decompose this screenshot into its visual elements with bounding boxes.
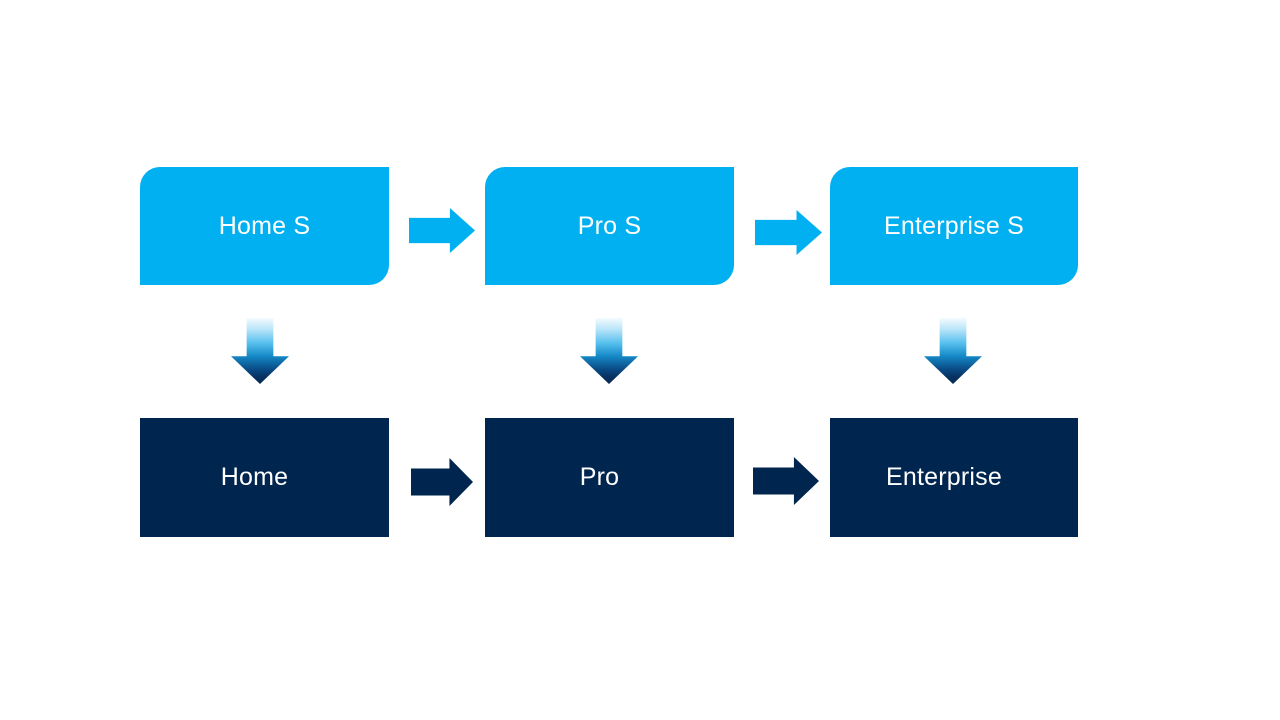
node-pro: Pro <box>485 418 734 537</box>
node-home-s-label: Home S <box>218 211 311 240</box>
node-enterprise-label: Enterprise <box>886 463 1002 491</box>
node-pro-s: Pro S <box>485 167 734 285</box>
right-arrow-icon-home-s-to-pro-s <box>409 208 475 253</box>
down-arrow-icon-pro-s-to-pro <box>580 318 638 384</box>
node-home-s: Home S <box>140 167 389 285</box>
right-arrow-icon-pro-s-to-enterprise-s <box>755 210 822 255</box>
right-arrow-icon-pro-to-enterprise <box>753 457 819 505</box>
node-pro-label: Pro <box>579 463 620 491</box>
node-home: Home <box>140 418 389 537</box>
node-enterprise-s-label: Enterprise S <box>884 211 1024 240</box>
node-enterprise-s: Enterprise S <box>830 167 1078 285</box>
down-arrow-icon-enterprise-s-to-enterprise <box>924 318 982 384</box>
node-enterprise: Enterprise <box>830 418 1078 537</box>
down-arrow-icon-home-s-to-home <box>231 318 289 384</box>
node-pro-s-label: Pro S <box>577 211 642 240</box>
right-arrow-icon-home-to-pro <box>411 458 473 506</box>
node-home-label: Home <box>220 463 289 491</box>
